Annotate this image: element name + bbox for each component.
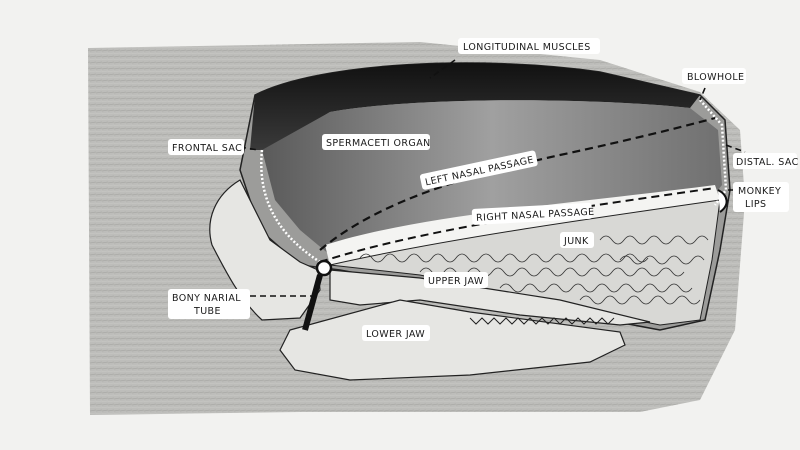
label-junk: JUNK xyxy=(560,232,594,248)
label-spermaceti-organ-text: SPERMACETI ORGAN xyxy=(326,138,431,149)
label-tube-text: TUBE xyxy=(193,306,221,317)
lower-jaw-teeth xyxy=(469,317,615,325)
organ-membrane-top xyxy=(699,99,728,206)
label-lower-jaw-text: LOWER JAW xyxy=(366,329,425,340)
organ-membrane xyxy=(260,149,321,264)
label-right-nasal-passage: RIGHT NASAL PASSAGE xyxy=(471,202,595,225)
upper-jaw-bone xyxy=(329,269,651,326)
label-distal-sac: DISTAL. SAC xyxy=(733,153,799,169)
label-spermaceti-organ: SPERMACETI ORGAN xyxy=(322,134,431,150)
label-distal-sac-text: DISTAL. SAC xyxy=(736,157,799,168)
label-longitudinal-muscles: LONGITUDINAL MUSCLES xyxy=(458,38,600,54)
label-lower-jaw: LOWER JAW xyxy=(362,325,430,341)
monkey-lips xyxy=(717,189,728,213)
label-upper-jaw: UPPER JAW xyxy=(424,272,488,288)
label-bony-narial-tube: BONY NARIAL TUBE xyxy=(168,289,250,319)
longitudinal-muscles xyxy=(250,63,700,150)
label-lips-text: LIPS xyxy=(745,199,766,210)
label-upper-jaw-text: UPPER JAW xyxy=(428,276,484,287)
snout-bone xyxy=(209,179,321,321)
right-nasal-passage-line xyxy=(319,187,716,263)
junk-texture xyxy=(359,235,709,305)
label-blowhole-text: BLOWHOLE xyxy=(687,72,744,83)
bony-narial-tube-opening xyxy=(315,259,333,277)
junk-region xyxy=(329,199,721,326)
label-frontal-sac: FRONTAL SAC xyxy=(168,139,244,155)
right-nasal-band xyxy=(325,185,720,265)
label-monkey-text: MONKEY xyxy=(738,186,781,197)
left-nasal-passage-line xyxy=(319,116,716,251)
bony-narial-tube xyxy=(302,274,323,331)
label-blowhole: BLOWHOLE xyxy=(682,68,746,84)
label-bony-narial-text: BONY NARIAL xyxy=(172,293,241,304)
lower-jaw-bone xyxy=(279,299,626,381)
label-monkey-lips: MONKEY LIPS xyxy=(733,182,789,212)
label-junk-text: JUNK xyxy=(563,236,589,247)
label-frontal-sac-text: FRONTAL SAC xyxy=(172,143,242,154)
label-longitudinal-muscles-text: LONGITUDINAL MUSCLES xyxy=(463,42,591,53)
